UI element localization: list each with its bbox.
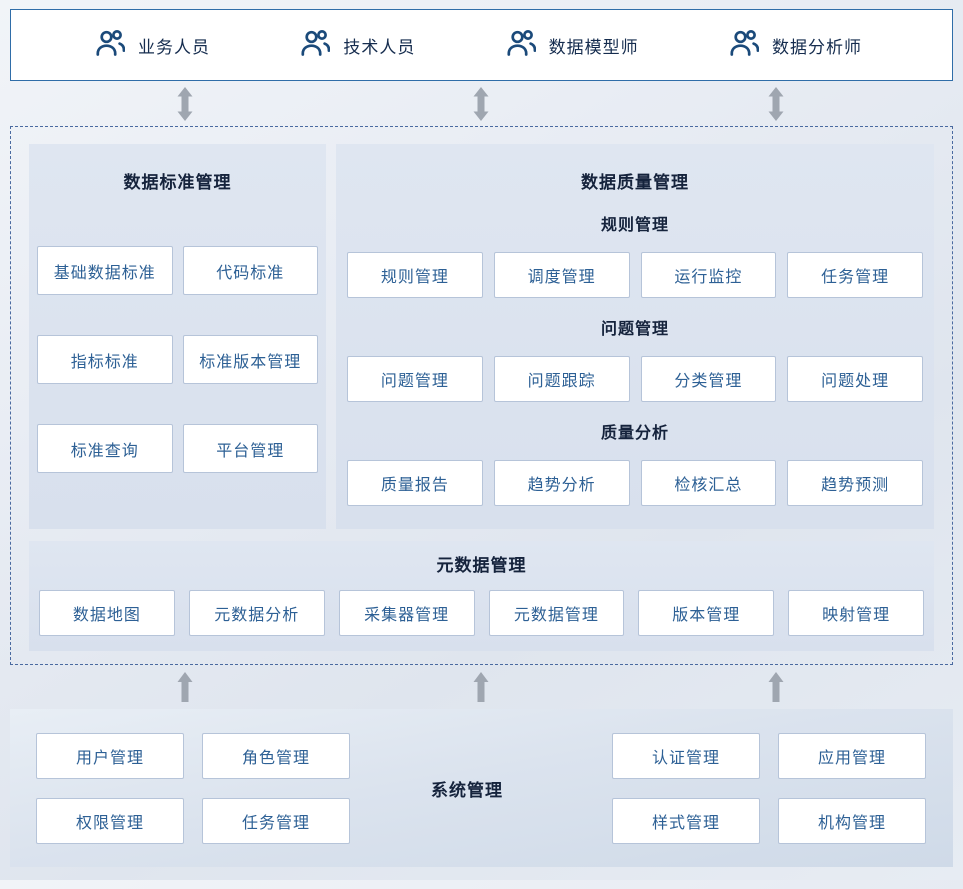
module-box: 映射管理 [788, 590, 924, 636]
bidirectional-arrow-icon [473, 86, 489, 121]
flow-arrows-top [0, 81, 963, 126]
module-box: 认证管理 [612, 732, 760, 779]
role-label: 技术人员 [343, 37, 416, 57]
panel-title: 元数据管理 [436, 556, 527, 575]
users-icon [300, 29, 331, 61]
panel-title: 系统管理 [431, 780, 503, 800]
role-item-data-modeler: 数据模型师 [506, 29, 639, 61]
role-item-data-analyst: 数据分析师 [729, 29, 862, 61]
users-icon [506, 29, 536, 61]
module-box: 平台管理 [182, 424, 318, 473]
module-box: 机构管理 [778, 797, 926, 844]
group-title: 问题管理 [600, 321, 669, 338]
module-box: 权限管理 [36, 797, 184, 844]
panel-title: 数据质量管理 [581, 173, 689, 192]
module-box: 问题跟踪 [493, 356, 630, 402]
module-box: 调度管理 [493, 252, 630, 298]
module-box: 标准查询 [37, 424, 173, 473]
metadata-panel: 元数据管理 数据地图 元数据分析 采集器管理 元数据管理 版本管理 映射管理 [29, 541, 934, 651]
module-box: 分类管理 [640, 356, 777, 402]
module-row: 数据地图 元数据分析 采集器管理 元数据管理 版本管理 映射管理 [39, 590, 924, 636]
module-box: 检核汇总 [640, 460, 777, 506]
module-box: 运行监控 [640, 252, 777, 298]
data-quality-panel: 数据质量管理 规则管理 规则管理 调度管理 运行监控 任务管理 问题管理 问题管… [336, 144, 934, 529]
users-icon [95, 29, 126, 61]
module-box: 标准版本管理 [182, 335, 318, 384]
role-label: 数据模型师 [548, 37, 639, 57]
quality-group-analysis: 质量分析 质量报告 趋势分析 检核汇总 趋势预测 [347, 424, 923, 506]
module-box: 代码标准 [182, 246, 318, 295]
module-row: 问题管理 问题跟踪 分类管理 问题处理 [347, 356, 923, 402]
quality-group-rules: 规则管理 规则管理 调度管理 运行监控 任务管理 [347, 216, 923, 298]
module-box: 指标标准 [37, 335, 173, 384]
system-panel: 用户管理 角色管理 权限管理 任务管理 系统管理 认证管理 应用管理 样式管理 … [10, 709, 953, 867]
module-box: 版本管理 [638, 590, 775, 636]
role-label: 业务人员 [138, 37, 210, 57]
flow-arrows-bottom [0, 665, 963, 709]
group-title: 质量分析 [600, 425, 669, 442]
module-box: 元数据管理 [488, 590, 625, 636]
role-item-technical: 技术人员 [300, 29, 415, 61]
governance-modules-area: 数据标准管理 基础数据标准 代码标准 指标标准 标准版本管理 标准查询 平台管理… [10, 126, 953, 665]
roles-bar: 业务人员 技术人员 数据模型师 [10, 9, 953, 81]
up-arrow-icon [473, 672, 489, 702]
module-box: 角色管理 [202, 732, 350, 779]
group-title: 规则管理 [600, 217, 669, 234]
up-arrow-icon [768, 672, 784, 702]
system-left-grid: 用户管理 角色管理 权限管理 任务管理 [36, 732, 350, 844]
module-row: 质量报告 趋势分析 检核汇总 趋势预测 [347, 460, 923, 506]
module-box: 样式管理 [612, 797, 760, 844]
users-icon [729, 29, 760, 61]
module-box: 数据地图 [39, 590, 175, 636]
up-arrow-icon [177, 672, 193, 702]
role-label: 数据分析师 [771, 37, 862, 57]
standard-grid: 基础数据标准 代码标准 指标标准 标准版本管理 标准查询 平台管理 [37, 246, 318, 473]
module-box: 元数据分析 [188, 590, 325, 636]
module-box: 采集器管理 [338, 590, 475, 636]
module-box: 规则管理 [347, 252, 483, 298]
data-standard-panel: 数据标准管理 基础数据标准 代码标准 指标标准 标准版本管理 标准查询 平台管理 [29, 144, 326, 529]
module-box: 基础数据标准 [37, 246, 173, 295]
module-box: 趋势预测 [787, 460, 923, 506]
module-row: 规则管理 调度管理 运行监控 任务管理 [347, 252, 923, 298]
role-item-business: 业务人员 [95, 29, 210, 61]
module-box: 任务管理 [787, 252, 923, 298]
system-right-grid: 认证管理 应用管理 样式管理 机构管理 [612, 732, 926, 844]
module-box: 问题处理 [787, 356, 923, 402]
module-box: 用户管理 [36, 732, 184, 779]
module-box: 问题管理 [347, 356, 483, 402]
panel-title: 数据标准管理 [123, 173, 232, 192]
module-box: 任务管理 [202, 797, 350, 844]
governance-top-row: 数据标准管理 基础数据标准 代码标准 指标标准 标准版本管理 标准查询 平台管理… [29, 144, 934, 529]
module-box: 质量报告 [347, 460, 483, 506]
module-box: 应用管理 [778, 732, 926, 779]
quality-group-issues: 问题管理 问题管理 问题跟踪 分类管理 问题处理 [347, 320, 923, 402]
module-box: 趋势分析 [493, 460, 630, 506]
bidirectional-arrow-icon [768, 86, 784, 121]
bidirectional-arrow-icon [177, 86, 193, 121]
